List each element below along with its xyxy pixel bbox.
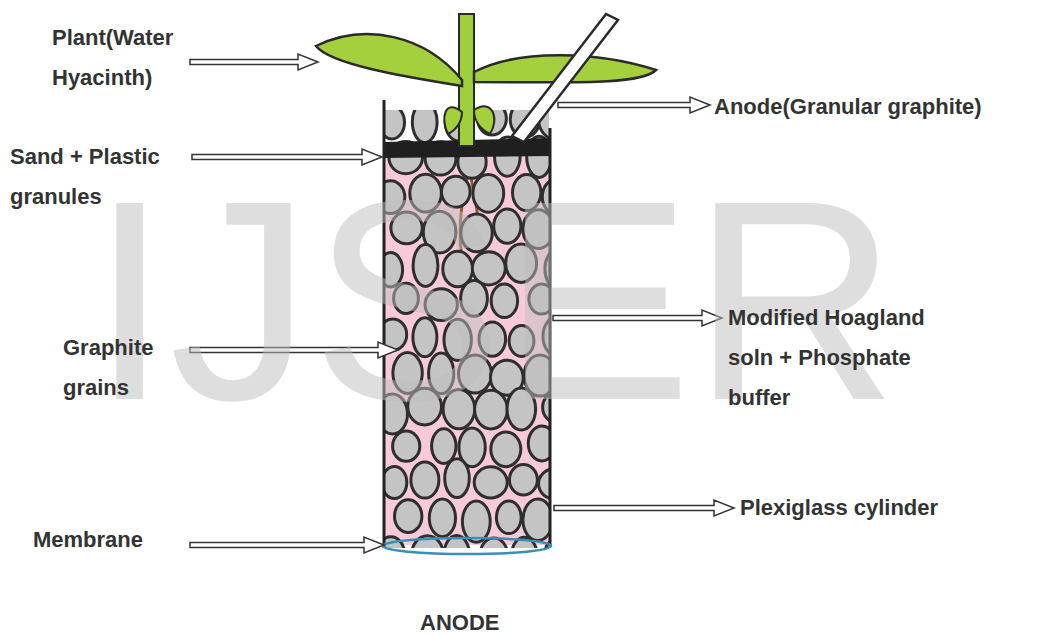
leader-arrow [190, 54, 318, 70]
graphite-grain [445, 459, 470, 498]
part-label: Modified Hoagland soln + Phosphate buffe… [728, 298, 963, 418]
graphite-grain [412, 110, 437, 142]
graphite-grain [509, 465, 537, 495]
part-label: Membrane [33, 520, 143, 560]
graphite-grain [474, 467, 507, 498]
graphite-grain [539, 469, 550, 499]
graphite-grain [496, 501, 521, 534]
graphite-grain [385, 110, 405, 139]
panel-caption: ANODE [420, 603, 499, 636]
graphite-grain [385, 467, 407, 499]
plant-leaf [316, 34, 462, 86]
part-label: Graphite grains [63, 328, 183, 408]
leader-arrow [558, 97, 710, 113]
leader-arrow [554, 500, 734, 516]
part-label: Plant(Water Hyacinth) [52, 18, 202, 98]
graphite-grain [462, 501, 490, 542]
anode-rod [512, 14, 618, 142]
part-label: Anode(Granular graphite) [714, 87, 982, 127]
plant-leaf [444, 107, 462, 134]
graphite-grain [411, 462, 439, 498]
graphite-grain [395, 500, 422, 533]
leader-arrow [190, 537, 384, 553]
graphite-grain [523, 499, 549, 541]
plant-leaf [474, 106, 494, 134]
graphite-grain [429, 499, 455, 537]
membrane-disc [383, 538, 551, 554]
part-label: Sand + Plastic granules [10, 137, 185, 217]
part-label: Plexiglass cylinder [740, 488, 938, 528]
